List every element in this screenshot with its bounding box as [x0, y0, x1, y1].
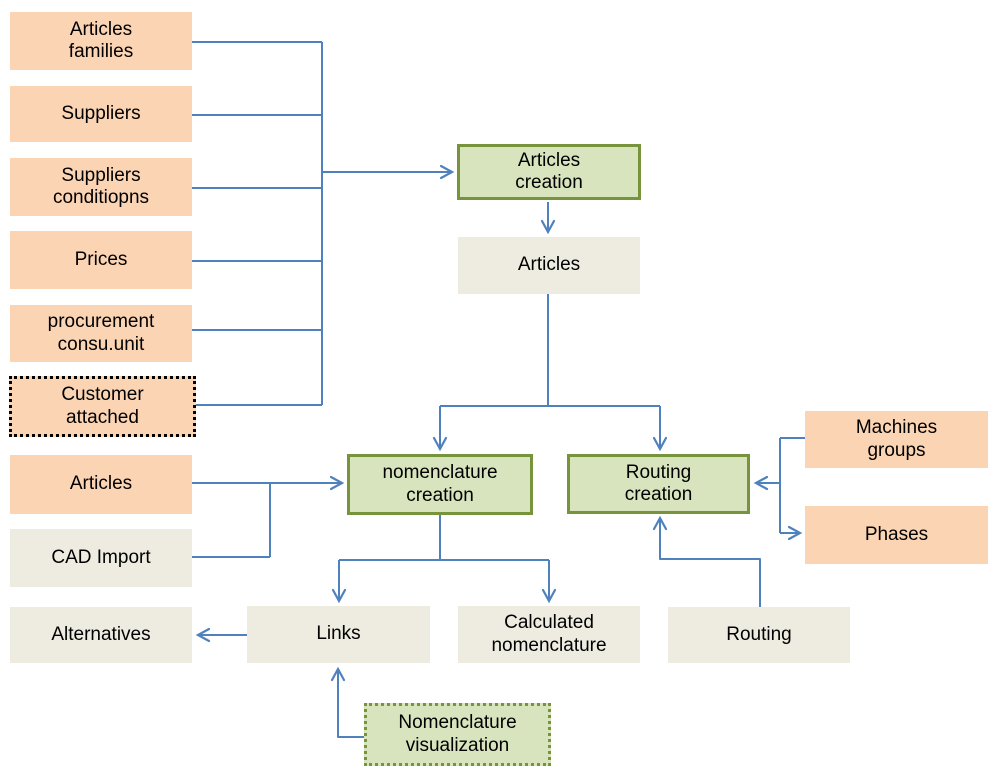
node-articles-families: Articles families	[10, 12, 192, 70]
node-procurement-consu-unit: procurement consu.unit	[10, 305, 192, 362]
node-suppliers: Suppliers	[10, 86, 192, 142]
node-routing-creation: Routing creation	[567, 454, 750, 514]
node-alternatives: Alternatives	[10, 607, 192, 663]
connector-visualization-to-links	[330, 666, 366, 738]
node-customer-attached: Customer attached	[9, 376, 196, 437]
node-articles-creation: Articles creation	[457, 144, 641, 200]
node-phases: Phases	[805, 506, 988, 564]
node-articles-output: Articles	[458, 237, 640, 294]
node-cad-import: CAD Import	[10, 529, 192, 587]
node-suppliers-conditions: Suppliers conditiopns	[10, 158, 192, 216]
node-links: Links	[247, 606, 430, 663]
connector-routing-to-routing-creation	[652, 515, 761, 607]
node-prices: Prices	[10, 231, 192, 289]
node-nomenclature-creation: nomenclature creation	[347, 454, 533, 515]
node-machines-groups: Machines groups	[805, 411, 988, 468]
node-articles-input: Articles	[10, 455, 192, 514]
node-routing: Routing	[668, 607, 850, 663]
node-calculated-nomenclature: Calculated nomenclature	[458, 606, 640, 663]
node-nomenclature-visualization: Nomenclature visualization	[364, 703, 551, 766]
